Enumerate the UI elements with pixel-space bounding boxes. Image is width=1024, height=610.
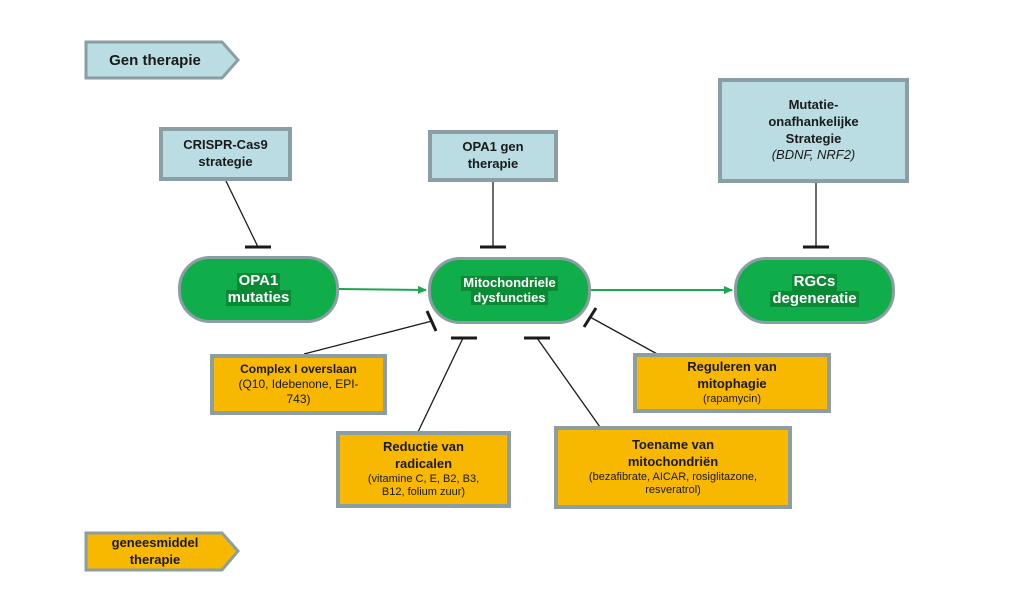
inhibitor-biogenesis	[524, 336, 601, 428]
mito-node-line1: Mitochondriele	[461, 274, 558, 291]
drug-therapy-tag-line2: therapie	[129, 551, 181, 567]
independent-line2: onafhankelijke	[768, 113, 859, 129]
gene-therapy-tag-shape	[84, 40, 241, 80]
mitophagy-detail: (rapamycin)	[702, 393, 762, 406]
mitochondrial-dysfunction-node: Mitochondriele dysfuncties	[428, 257, 591, 324]
rgc-node-line1: RGCs	[791, 272, 838, 291]
independent-line1: Mutatie-	[788, 96, 839, 112]
inhibitor-mitophagy	[582, 307, 660, 356]
gene-therapy-tag-label: Gen therapie	[109, 51, 201, 69]
mitophagy-title1: Reguleren van	[687, 359, 777, 375]
opa1-mutations-node: OPA1 mutaties	[178, 256, 339, 323]
opa1-gene-line2: therapie	[467, 156, 519, 171]
radical-title2: radicalen	[394, 455, 453, 471]
opa1-gene-line1: OPA1 gen	[462, 139, 524, 155]
biogenesis-detail2: resveratrol)	[645, 484, 701, 497]
inhibitor-crispr	[225, 180, 271, 249]
radical-detail2: B12, folium zuur)	[381, 486, 466, 499]
mito-node-line2: dysfuncties	[471, 289, 548, 306]
arrow-opa1-to-mito	[337, 285, 427, 294]
radical-detail1: (vitamine C, E, B2, B3,	[367, 472, 480, 485]
rgc-node-line2: degeneratie	[770, 289, 859, 308]
drug-therapy-tag-line1: geneesmiddel	[111, 534, 199, 550]
radical-title1: Reductie van	[383, 438, 464, 454]
crispr-strategy-box: CRISPR-Cas9 strategie	[159, 127, 292, 181]
complex-i-bypass-box: Complex I overslaan (Q10, Idebenone, EPI…	[210, 354, 387, 415]
opa1-gene-therapy-box: OPA1 gen therapie	[428, 130, 558, 182]
mitophagy-title2: mitophagie	[697, 376, 767, 392]
crispr-line1: CRISPR-Cas9	[183, 137, 268, 153]
crispr-line2: strategie	[198, 154, 253, 169]
biogenesis-title1: Toename van	[631, 436, 715, 452]
gene-therapy-tag: Gen therapie	[86, 42, 224, 78]
inhibitor-radical	[417, 336, 477, 433]
opa1-node-line1: OPA1	[236, 271, 281, 290]
independent-detail: (BDNF, NRF2)	[771, 147, 856, 163]
rgc-degeneration-node: RGCs degeneratie	[734, 257, 895, 324]
drug-therapy-tag: geneesmiddel therapie	[86, 533, 224, 570]
inhibitor-opa1-gene	[480, 181, 506, 249]
opa1-node-line2: mutaties	[225, 288, 292, 307]
complex-title: Complex I overslaan	[240, 362, 357, 376]
biogenesis-title2: mitochondriën	[627, 453, 719, 469]
drug-therapy-tag-shape	[84, 531, 240, 572]
mitochondrial-biogenesis-box: Toename van mitochondriën (bezafibrate, …	[554, 426, 792, 509]
biogenesis-detail1: (bezafibrate, AICAR, rosiglitazone,	[588, 470, 758, 483]
mitophagy-regulation-box: Reguleren van mitophagie (rapamycin)	[633, 353, 831, 413]
independent-line3: Strategie	[785, 130, 842, 146]
inhibitor-independent	[803, 182, 829, 249]
mutation-independent-strategy-box: Mutatie- onafhankelijke Strategie (BDNF,…	[718, 78, 909, 183]
inhibitor-complex	[303, 310, 438, 355]
complex-detail1: (Q10, Idebenone, EPI-	[238, 377, 359, 391]
complex-detail2: 743)	[286, 392, 311, 406]
radical-reduction-box: Reductie van radicalen (vitamine C, E, B…	[336, 431, 511, 508]
